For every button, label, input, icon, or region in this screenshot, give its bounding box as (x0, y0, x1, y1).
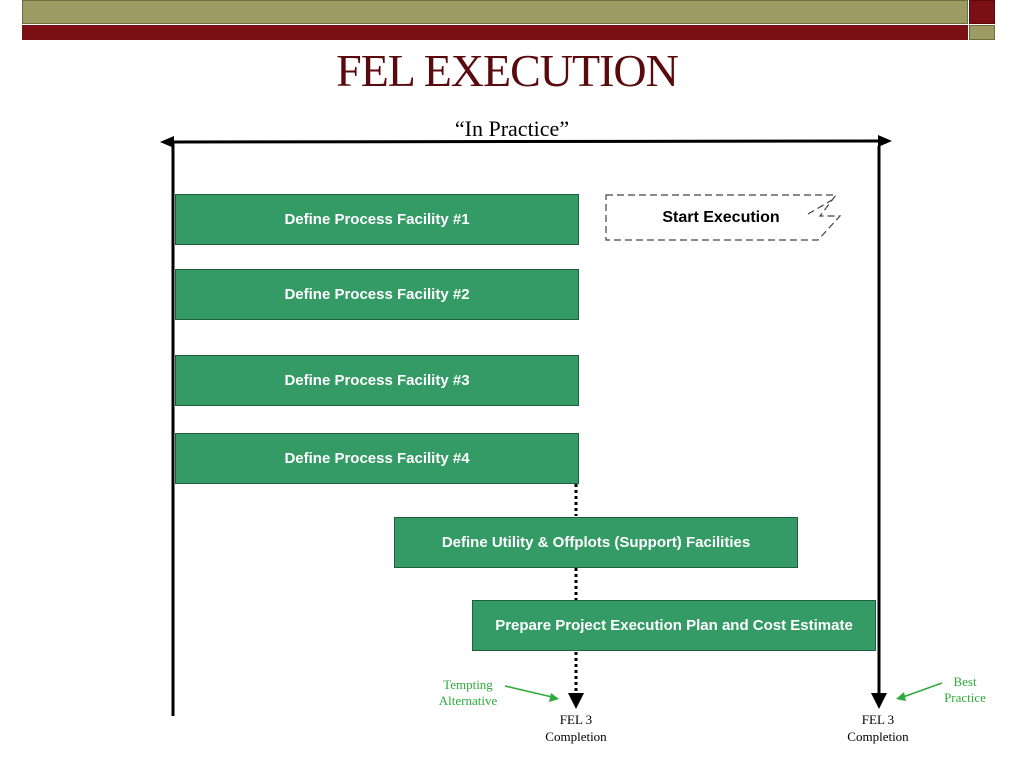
slide-subtitle: “In Practice” (454, 116, 570, 141)
best-line-2: Practice (944, 690, 986, 705)
start-execution-break-line (807, 199, 833, 215)
activity-box-utility: Define Utility & Offplots (Support) Faci… (394, 517, 798, 568)
tempting-line-1: Tempting (443, 677, 493, 692)
header-bar-olive (22, 0, 968, 24)
milestone-right-line-2: Completion (847, 729, 909, 744)
activity-box-facility-2: Define Process Facility #2 (175, 269, 579, 320)
header-bar-red (22, 25, 968, 40)
milestone-left: FEL 3 Completion (531, 711, 621, 745)
best-line-1: Best (953, 674, 977, 689)
activity-box-plan: Prepare Project Execution Plan and Cost … (472, 600, 876, 651)
milestone-right: FEL 3 Completion (833, 711, 923, 745)
activity-box-facility-1: Define Process Facility #1 (175, 194, 579, 245)
milestone-left-line-1: FEL 3 (559, 712, 593, 727)
best-practice-note: Best Practice (930, 674, 1000, 706)
span-arrow-right-head (878, 135, 892, 147)
milestone-right-line-1: FEL 3 (861, 712, 895, 727)
tempting-alternative-note: Tempting Alternative (428, 677, 508, 709)
span-arrow-line (169, 139, 883, 144)
best-arrow-line (902, 682, 943, 698)
slide-title: FEL EXECUTION (336, 45, 679, 96)
best-arrowhead (896, 692, 906, 701)
tempting-line-2: Alternative (438, 693, 498, 708)
activity-box-facility-3: Define Process Facility #3 (175, 355, 579, 406)
header-square-olive (969, 25, 995, 40)
right-down-arrowhead (871, 693, 887, 709)
middle-down-arrowhead (568, 693, 584, 709)
span-arrow-left-head (160, 136, 174, 148)
tempting-arrow-line (504, 685, 553, 698)
header-square-red (969, 0, 995, 24)
tempting-arrowhead (549, 693, 559, 702)
milestone-left-line-2: Completion (545, 729, 607, 744)
start-execution-label: Start Execution (662, 209, 780, 226)
activity-box-facility-4: Define Process Facility #4 (175, 433, 579, 484)
start-execution-shape (605, 194, 842, 241)
